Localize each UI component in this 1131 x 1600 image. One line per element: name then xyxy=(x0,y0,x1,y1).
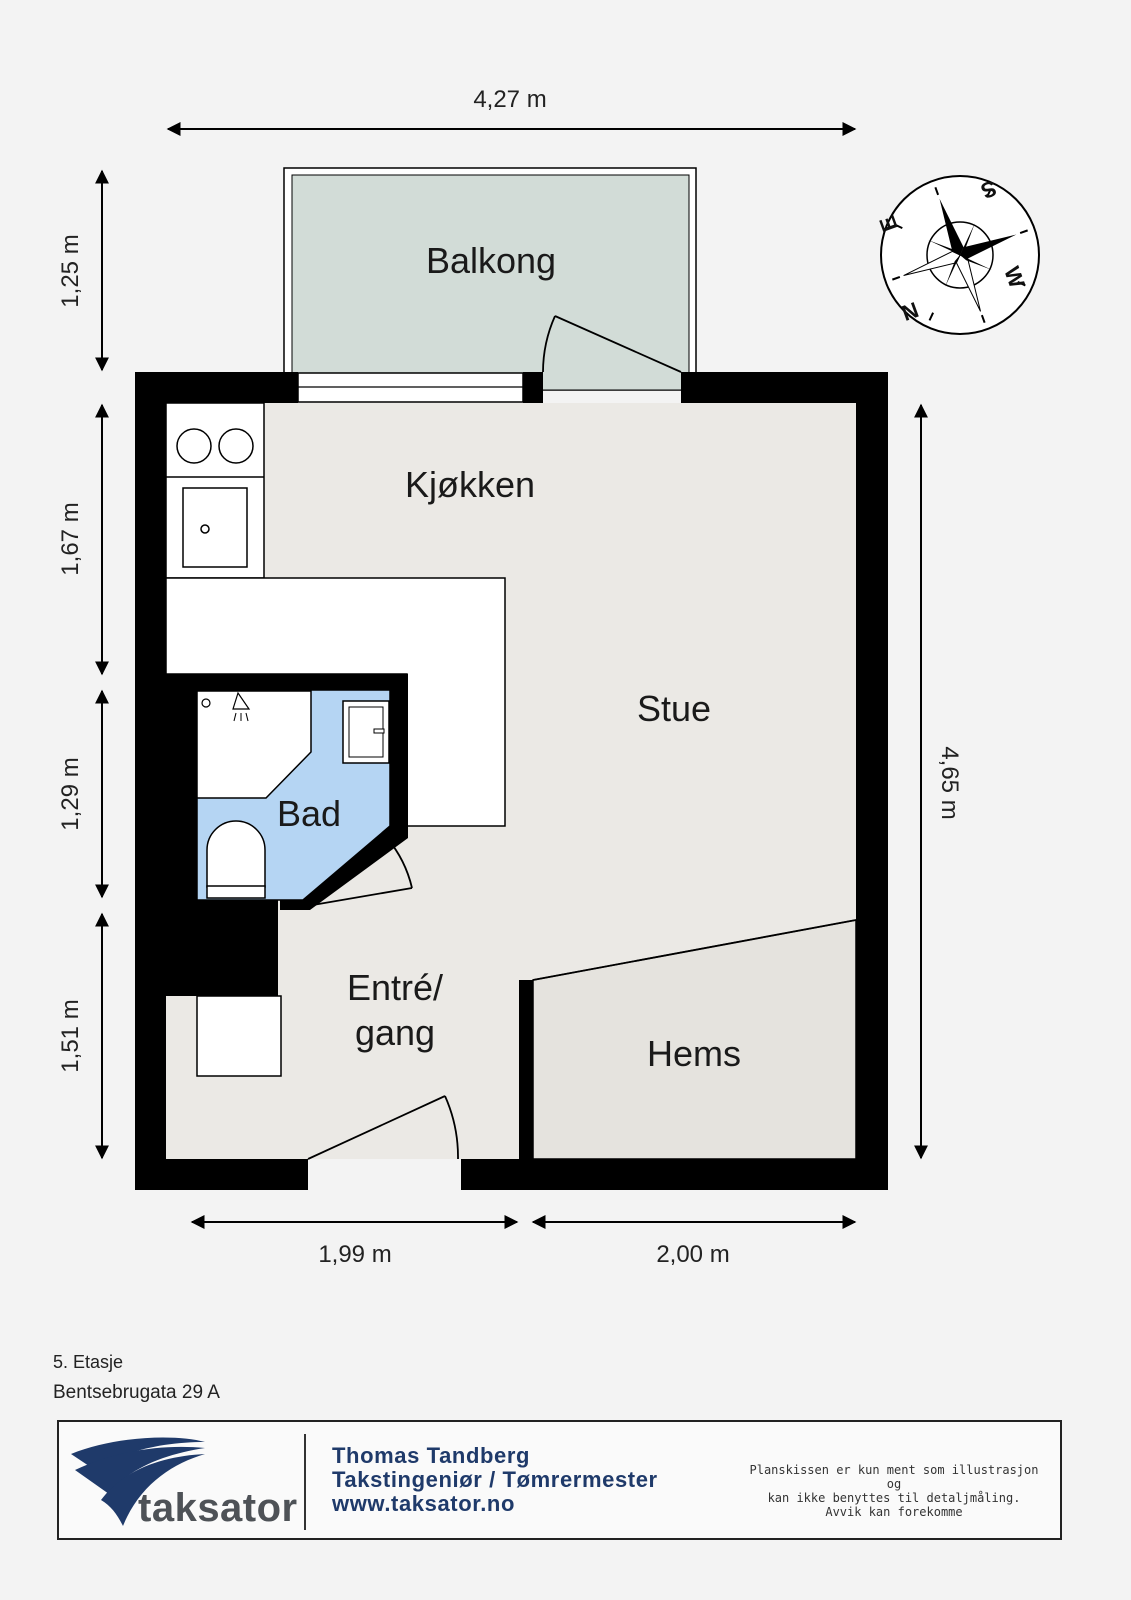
floor-level-text: 5. Etasje xyxy=(53,1352,124,1372)
bathroom-sink xyxy=(342,700,390,764)
dim-left-entry: 1,51 m xyxy=(57,999,84,1072)
room-label-stue: Stue xyxy=(637,688,711,729)
dim-left-kitchen: 1,67 m xyxy=(57,502,84,575)
taksator-logo: taksator xyxy=(65,1430,305,1534)
dim-right-height: 4,65 m xyxy=(936,746,963,819)
hems-slope-line xyxy=(532,919,857,981)
dim-left-balcony: 1,25 m xyxy=(57,234,84,307)
exterior-walls xyxy=(135,372,888,1190)
dim-bottom-left: 1,99 m xyxy=(318,1241,391,1268)
room-label-kjokken: Kjøkken xyxy=(405,464,535,505)
logo-text: taksator xyxy=(138,1486,298,1530)
footer-banner: taksator Thomas Tandberg Takstingeniør /… xyxy=(57,1420,1062,1540)
hall-wardrobe xyxy=(196,995,282,1077)
contact-website-link[interactable]: www.taksator.no xyxy=(332,1491,516,1516)
room-label-balkong: Balkong xyxy=(426,240,556,281)
toilet xyxy=(206,820,266,899)
disclaimer-line-1: Planskissen er kun ment som illustrasjon… xyxy=(749,1463,1039,1491)
disclaimer-line-3: Avvik kan forekomme xyxy=(825,1505,963,1519)
room-label-hems: Hems xyxy=(647,1033,741,1074)
balcony xyxy=(283,167,697,391)
dimension-lines xyxy=(95,122,928,1229)
contact-title: Takstingeniør / Tømrermester xyxy=(332,1467,658,1492)
interior-wall-bath-right xyxy=(390,674,408,826)
balcony-window xyxy=(297,372,524,403)
entrance-door xyxy=(304,1095,463,1190)
room-label-bad: Bad xyxy=(277,793,341,834)
swoosh-icon xyxy=(71,1437,205,1526)
dim-top-width: 4,27 m xyxy=(473,86,546,113)
contact-block: Thomas Tandberg Takstingeniør / Tømrerme… xyxy=(332,1444,658,1516)
interior-wall-block xyxy=(166,900,278,996)
room-label-gang: gang xyxy=(355,1012,435,1053)
bathroom-wall-diagonal xyxy=(280,826,408,910)
dim-left-bath: 1,29 m xyxy=(57,757,84,830)
shower xyxy=(196,690,312,799)
bathroom-door xyxy=(306,837,413,907)
room-label-entre: Entré/ xyxy=(347,967,443,1008)
interior-wall-left xyxy=(166,674,197,924)
kitchen-counter xyxy=(165,402,506,827)
disclaimer: Planskissen er kun ment som illustrasjon… xyxy=(749,1463,1039,1519)
dim-bottom-right: 2,00 m xyxy=(656,1241,729,1268)
hems-wall xyxy=(519,980,533,1160)
balcony-door xyxy=(542,315,682,373)
compass-rose-icon: N E S W xyxy=(874,175,1040,335)
disclaimer-line-2: kan ikke benyttes til detaljmåling. xyxy=(767,1491,1021,1505)
address-text: Bentsebrugata 29 A xyxy=(53,1382,220,1403)
footer-divider xyxy=(304,1434,306,1530)
contact-name: Thomas Tandberg xyxy=(332,1443,531,1468)
interior-wall-bath-top xyxy=(166,674,408,690)
